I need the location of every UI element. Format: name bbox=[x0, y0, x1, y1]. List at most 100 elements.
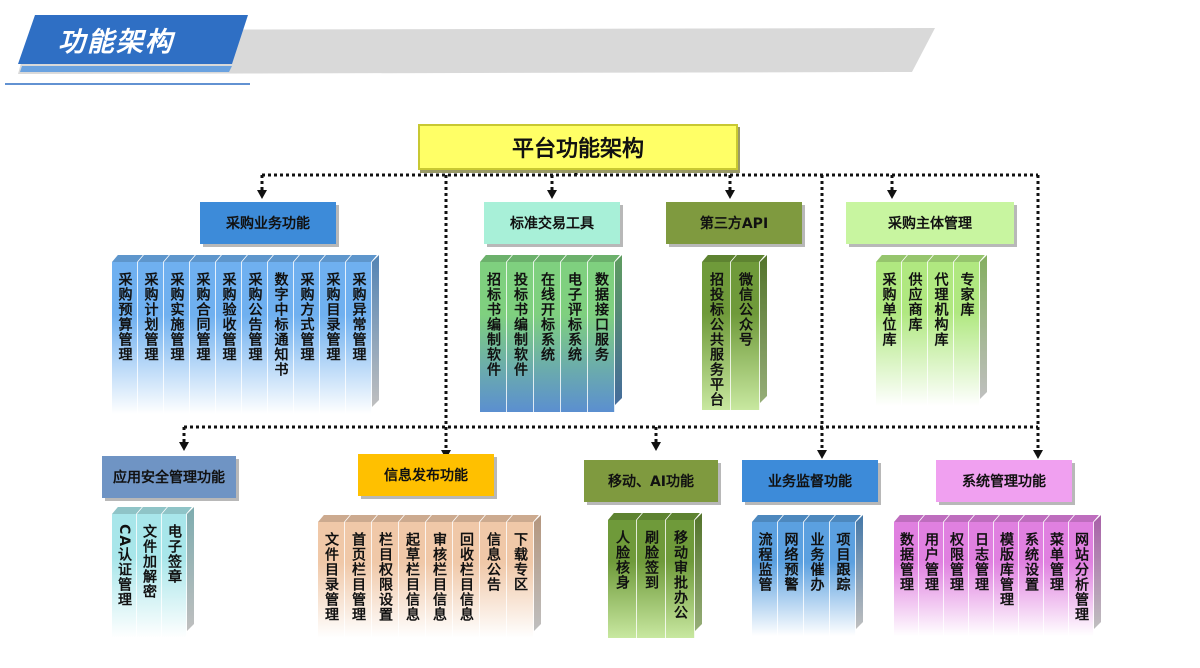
function-item-label: 在线开标系统 bbox=[539, 272, 555, 362]
category-label: 业务监督功能 bbox=[768, 474, 852, 490]
function-item: 电子签章 bbox=[162, 507, 192, 638]
function-item: 人脸核身 bbox=[608, 513, 642, 638]
function-item-label: 下载专区 bbox=[512, 532, 528, 592]
function-item: 采购实施管理 bbox=[164, 255, 195, 414]
function-item-label: 采购单位库 bbox=[880, 272, 897, 347]
root-node-label: 平台功能架构 bbox=[511, 137, 644, 162]
function-item-label: 采购目录管理 bbox=[324, 272, 341, 362]
function-item-label: 回收栏目信息 bbox=[458, 532, 474, 622]
function-item-label: 采购方式管理 bbox=[298, 272, 315, 362]
function-item-label: 数字中标通知书 bbox=[272, 272, 289, 377]
function-item-label: 移动审批办公 bbox=[672, 530, 688, 620]
function-item: 采购异常管理 bbox=[346, 255, 377, 414]
function-item-label: 采购公告管理 bbox=[246, 272, 263, 362]
function-item: CA认证管理 bbox=[112, 507, 142, 638]
function-item-label: 采购合同管理 bbox=[194, 272, 211, 362]
function-item-label: 招投标公共服务平台 bbox=[708, 272, 724, 407]
function-item-label: 代理机构库 bbox=[932, 272, 949, 347]
function-item: 网络预警 bbox=[778, 515, 809, 636]
function-item-label: 采购预算管理 bbox=[116, 272, 133, 362]
category-label: 信息发布功能 bbox=[384, 468, 468, 484]
function-item: 刷脸签到 bbox=[637, 513, 671, 638]
function-item: 采购单位库 bbox=[876, 255, 907, 406]
column-side-shade bbox=[980, 255, 987, 399]
category-box-system: 系统管理功能 bbox=[936, 460, 1072, 502]
function-item: 采购方式管理 bbox=[294, 255, 325, 414]
function-item-label: 采购异常管理 bbox=[350, 272, 367, 362]
function-item: 项目跟踪 bbox=[830, 515, 861, 636]
function-item: 权限管理 bbox=[944, 515, 974, 636]
function-item-label: 文件目录管理 bbox=[323, 532, 339, 622]
function-item-label: 权限管理 bbox=[948, 532, 964, 592]
function-item: 日志管理 bbox=[969, 515, 999, 636]
function-item: 下载专区 bbox=[507, 515, 539, 638]
function-item-label: 微信公众号 bbox=[737, 272, 753, 347]
function-item: 业务催办 bbox=[804, 515, 835, 636]
category-label: 采购主体管理 bbox=[888, 216, 972, 232]
function-item-label: 项目跟踪 bbox=[834, 532, 851, 592]
column-side-shade bbox=[187, 507, 194, 631]
function-item: 回收栏目信息 bbox=[453, 515, 485, 638]
function-item-label: 电子评标系统 bbox=[566, 272, 582, 362]
function-item: 在线开标系统 bbox=[534, 255, 566, 412]
function-item: 采购预算管理 bbox=[112, 255, 143, 414]
function-item-label: 数据接口服务 bbox=[593, 272, 609, 362]
function-item-label: 系统设置 bbox=[1023, 532, 1039, 592]
category-label: 系统管理功能 bbox=[962, 474, 1046, 490]
category-box-procure: 采购业务功能 bbox=[200, 202, 336, 244]
section-title: 功能架构 bbox=[58, 27, 174, 58]
function-item-label: 采购验收管理 bbox=[220, 272, 237, 362]
function-item: 数据接口服务 bbox=[588, 255, 620, 412]
category-box-info: 信息发布功能 bbox=[358, 454, 494, 496]
function-item-label: 刷脸签到 bbox=[643, 530, 659, 590]
function-item-label: 业务催办 bbox=[808, 532, 825, 592]
category-box-subject: 采购主体管理 bbox=[846, 202, 1014, 244]
function-item-label: 电子签章 bbox=[166, 524, 182, 584]
function-item: 专家库 bbox=[954, 255, 985, 406]
function-item: 采购公告管理 bbox=[242, 255, 273, 414]
function-item: 招标书编制软件 bbox=[480, 255, 512, 412]
function-item-label: 菜单管理 bbox=[1048, 532, 1064, 592]
function-item-label: 采购实施管理 bbox=[168, 272, 185, 362]
column-side-shade bbox=[1094, 515, 1101, 629]
category-box-mobile: 移动、AI功能 bbox=[584, 460, 718, 502]
function-item-label: 首页栏目管理 bbox=[350, 532, 366, 622]
function-item: 供应商库 bbox=[902, 255, 933, 406]
function-item: 用户管理 bbox=[919, 515, 949, 636]
category-box-supervise: 业务监督功能 bbox=[742, 460, 878, 502]
column-side-shade bbox=[615, 255, 622, 405]
function-item-label: 日志管理 bbox=[973, 532, 989, 592]
column-side-shade bbox=[534, 515, 541, 631]
category-label: 采购业务功能 bbox=[226, 216, 310, 232]
function-item-label: 信息公告 bbox=[485, 532, 501, 592]
function-item-label: 人脸核身 bbox=[614, 530, 630, 590]
category-label: 应用安全管理功能 bbox=[113, 470, 225, 486]
function-item: 菜单管理 bbox=[1044, 515, 1074, 636]
function-item: 系统设置 bbox=[1019, 515, 1049, 636]
function-item-label: 专家库 bbox=[958, 272, 975, 317]
category-label: 标准交易工具 bbox=[510, 216, 594, 232]
function-item-label: 招标书编制软件 bbox=[485, 272, 501, 377]
category-label: 第三方API bbox=[699, 216, 769, 232]
function-item-label: 投标书编制软件 bbox=[512, 272, 528, 377]
root-node: 平台功能架构 bbox=[418, 124, 738, 170]
function-item: 数字中标通知书 bbox=[268, 255, 299, 414]
function-item: 栏目权限设置 bbox=[372, 515, 404, 638]
function-item: 网站分析管理 bbox=[1069, 515, 1099, 636]
function-item: 采购计划管理 bbox=[138, 255, 169, 414]
section-banner bbox=[5, 15, 935, 85]
function-item: 电子评标系统 bbox=[561, 255, 593, 412]
function-item-label: 栏目权限设置 bbox=[377, 532, 393, 622]
category-box-api: 第三方API bbox=[666, 202, 802, 244]
function-item: 流程监管 bbox=[752, 515, 783, 636]
function-item-label: 供应商库 bbox=[906, 272, 923, 332]
function-item: 微信公众号 bbox=[731, 255, 765, 410]
function-item: 数据管理 bbox=[894, 515, 924, 636]
function-item: 文件目录管理 bbox=[318, 515, 350, 638]
category-box-security: 应用安全管理功能 bbox=[102, 456, 236, 498]
column-side-shade bbox=[856, 515, 863, 629]
function-item-label: 文件加解密 bbox=[141, 524, 157, 599]
function-item: 采购验收管理 bbox=[216, 255, 247, 414]
function-item-label: 流程监管 bbox=[756, 532, 773, 592]
